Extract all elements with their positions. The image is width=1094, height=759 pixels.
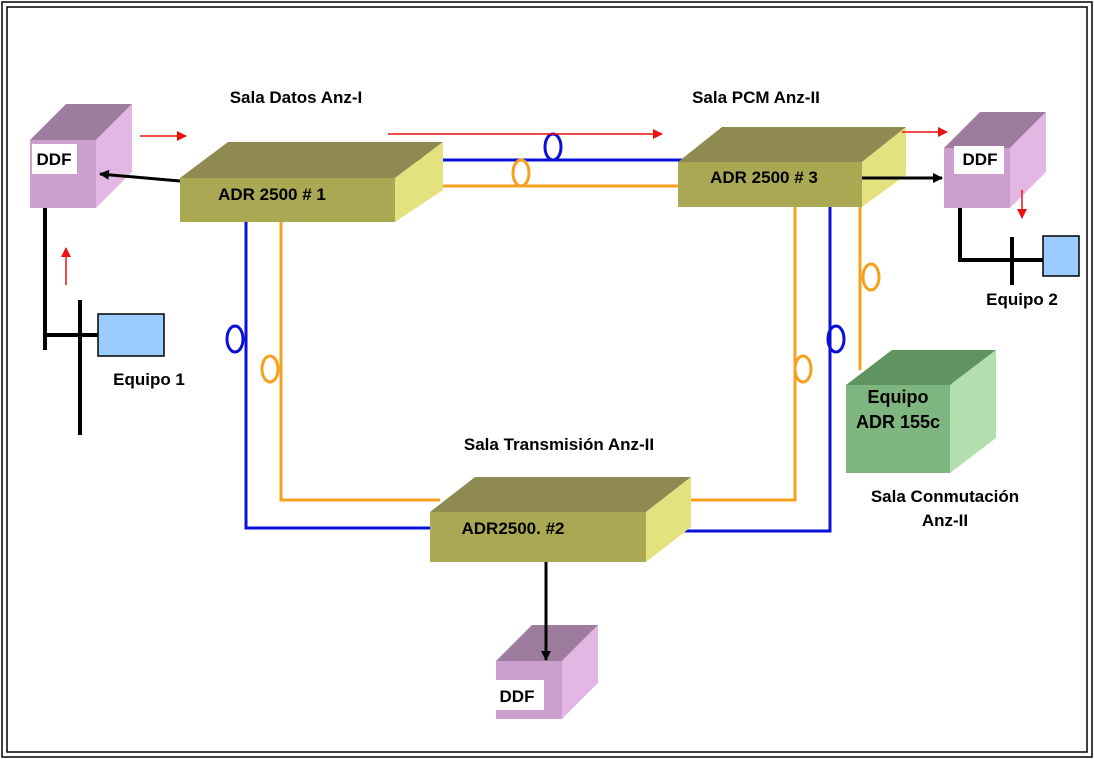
blue-fiber-right bbox=[638, 207, 832, 533]
equipo-2-label: Equipo 2 bbox=[986, 290, 1058, 309]
adr-2500-2 bbox=[430, 477, 691, 562]
equipo-1-terminal bbox=[97, 313, 165, 357]
loop-orange-equipo bbox=[861, 262, 881, 292]
node-label-adr1: ADR 2500 # 1 bbox=[218, 185, 326, 204]
room-label-pcm: Sala PCM Anz-II bbox=[692, 88, 820, 107]
loop-blue-left bbox=[225, 324, 245, 354]
equipo-adr-label-1: Equipo bbox=[868, 387, 929, 407]
loop-blue-top bbox=[543, 132, 563, 162]
loop-orange-top bbox=[511, 158, 531, 188]
orange-fiber-right bbox=[646, 207, 797, 502]
ddf-left-box bbox=[30, 104, 132, 208]
ddf-left-label: DDF bbox=[37, 150, 72, 169]
loop-orange-right bbox=[793, 354, 813, 384]
inner-border bbox=[6, 6, 1088, 753]
ddf-right-box bbox=[944, 112, 1046, 208]
equipo-adr-155c-box bbox=[846, 350, 996, 473]
blue-fiber-left bbox=[244, 222, 435, 530]
adr-2500-3 bbox=[678, 127, 906, 207]
ddf-right-label: DDF bbox=[963, 150, 998, 169]
loop-blue-right bbox=[826, 324, 846, 354]
room-label-conmutacion-2: Anz-II bbox=[922, 511, 968, 530]
room-label-conmutacion-1: Sala Conmutación bbox=[871, 487, 1019, 506]
adr-2500-1 bbox=[180, 142, 443, 222]
black-wiring bbox=[43, 208, 1043, 435]
fiber-loops bbox=[225, 132, 881, 384]
ddf-bottom-label: DDF bbox=[500, 687, 535, 706]
node-label-adr2: ADR2500. #2 bbox=[461, 519, 564, 538]
black-arrows bbox=[99, 169, 943, 661]
loop-orange-left bbox=[260, 354, 280, 384]
ddf-bottom-box bbox=[492, 625, 598, 719]
ddf-right-down-line bbox=[958, 208, 1043, 262]
red-flow-arrows bbox=[61, 127, 1027, 285]
room-label-datos: Sala Datos Anz-I bbox=[230, 88, 363, 107]
node-label-adr3: ADR 2500 # 3 bbox=[710, 168, 818, 187]
orange-fiber-left bbox=[279, 222, 440, 502]
arrow-adr1-to-ddf-left bbox=[99, 169, 181, 183]
equipo-adr-label-2: ADR 155c bbox=[856, 412, 940, 432]
fiber-links bbox=[244, 158, 862, 533]
equipo-2-terminal bbox=[1042, 235, 1080, 277]
room-label-transmision: Sala Transmisión Anz-II bbox=[464, 435, 654, 454]
equipo-1-label: Equipo 1 bbox=[113, 370, 185, 389]
